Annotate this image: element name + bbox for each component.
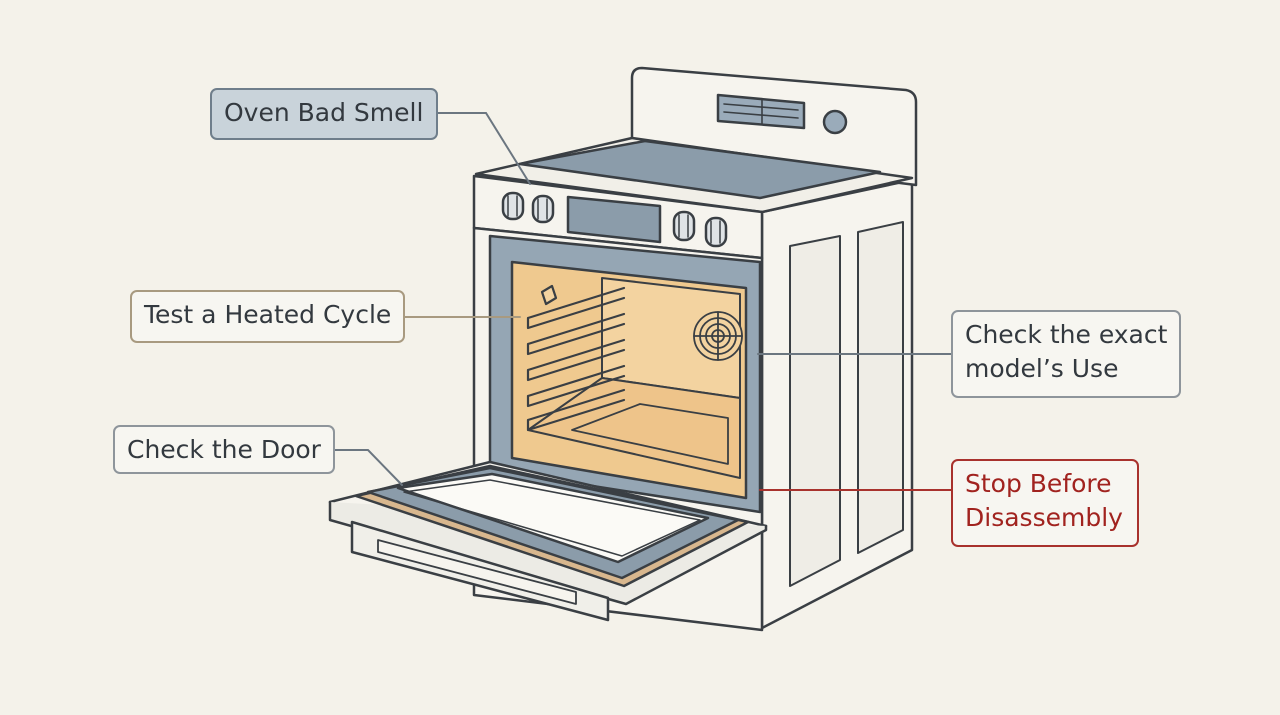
callout-check-door: Check the Door [113,425,335,474]
callout-stop-line1: Stop Before [965,469,1112,498]
door-window [396,472,710,564]
callout-check-model-line1: Check the exact [965,320,1168,349]
backguard-knob [822,109,848,135]
callout-stop-line2: Disassembly [965,503,1123,532]
side-panel-recess-2 [857,221,904,554]
side-panel-recess-1 [789,235,841,587]
leader-oven-bad-smell [437,112,531,185]
callout-oven-bad-smell: Oven Bad Smell [210,88,438,140]
backguard-vent [716,93,806,130]
callout-check-model-line2: model’s Use [965,354,1119,383]
leader-check-door [334,449,403,486]
oven-racks [526,284,626,432]
callout-check-door-text: Check the Door [127,435,321,464]
callout-test-heated-cycle-text: Test a Heated Cycle [144,300,392,329]
callout-oven-bad-smell-text: Oven Bad Smell [224,98,424,127]
cooktop-glass [518,139,882,200]
callout-check-model: Check the exact model’s Use [951,310,1181,398]
callout-stop-disassembly: Stop Before Disassembly [951,459,1139,547]
convection-fan [693,311,743,361]
control-display [566,195,662,244]
callout-test-heated-cycle: Test a Heated Cycle [130,290,405,343]
